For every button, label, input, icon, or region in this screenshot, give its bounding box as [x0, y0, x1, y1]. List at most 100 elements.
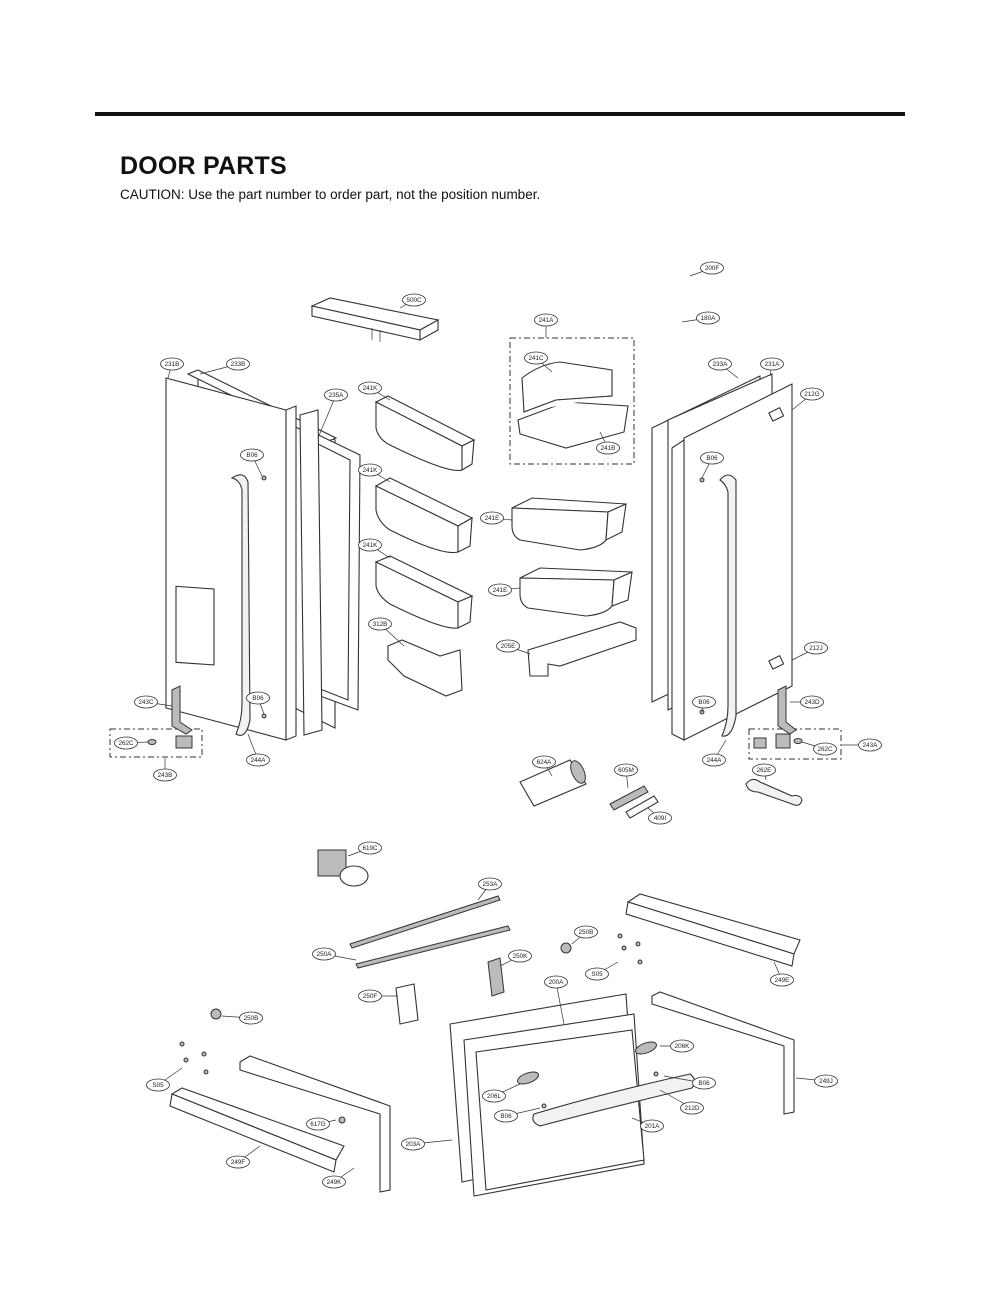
callout-label: 500C	[406, 297, 422, 304]
callout-bubble	[534, 313, 558, 327]
hinge-243d	[777, 685, 797, 735]
callout-233b: 233B	[199, 357, 250, 375]
callout-label: 205E	[501, 643, 516, 650]
callout-bubble	[702, 753, 726, 767]
callout-409i: 409I	[647, 807, 672, 825]
callout-b06: B06	[240, 448, 264, 477]
callout-250a: 250A	[312, 947, 357, 961]
part-250k	[487, 957, 505, 997]
callout-bubble	[524, 351, 548, 365]
callout-label: 250B	[244, 1015, 259, 1022]
bins-241e	[511, 497, 633, 617]
callout-bubble	[306, 1117, 330, 1131]
callout-212d: 212D	[659, 1089, 704, 1115]
callout-label: 253A	[483, 881, 499, 888]
callout-bubble	[146, 1078, 170, 1092]
right-door	[651, 373, 793, 741]
callout-bubble	[596, 441, 620, 455]
rail-249k	[239, 1055, 391, 1193]
dairy-bin-assembly	[517, 361, 629, 449]
callout-label: B06	[252, 695, 264, 702]
callout-label: 206K	[675, 1043, 691, 1050]
callout-bubble	[640, 1119, 664, 1133]
rail-249f-side	[169, 1093, 337, 1173]
callout-label: 180A	[701, 315, 717, 322]
callout-label: 605M	[618, 767, 634, 774]
callout-212g: 212G	[791, 387, 824, 411]
callout-label: 231A	[765, 361, 781, 368]
left-hinge-parts	[147, 735, 193, 749]
callout-249j: 249J	[795, 1074, 838, 1088]
callout-label: 250B	[579, 929, 594, 936]
callout-bubble	[760, 357, 784, 371]
callout-241k: 241K	[358, 463, 391, 483]
callout-201a: 201A	[631, 1117, 664, 1133]
callout-label: 250F	[363, 993, 378, 1000]
tool-262e	[745, 778, 803, 806]
callout-605m: 605M	[614, 763, 638, 789]
callout-label: 312B	[373, 621, 388, 628]
rail-249e	[626, 893, 801, 955]
callout-label: 619C	[362, 845, 378, 852]
callout-bubble	[752, 763, 776, 777]
callout-label: 233B	[231, 361, 246, 368]
callout-bubble	[358, 463, 382, 477]
callout-200a: 200A	[544, 975, 568, 1025]
callout-label: 231B	[165, 361, 180, 368]
callout-243b: 243B	[153, 758, 177, 782]
callout-bubble	[480, 511, 504, 525]
callout-label: 249K	[327, 1179, 343, 1186]
callout-bubble	[239, 1011, 263, 1025]
part-605m	[609, 785, 649, 811]
callout-bubble	[246, 691, 270, 705]
callout-241k: 241K	[358, 381, 391, 401]
callout-bubble	[322, 1175, 346, 1189]
callout-bubble	[700, 451, 724, 465]
callout-bubble	[858, 738, 882, 752]
callout-200f: 200F	[689, 261, 724, 277]
callout-label: 206L	[487, 1093, 502, 1100]
callout-250b: 250B	[221, 1011, 263, 1025]
callout-bubble	[134, 695, 158, 709]
callout-250b: 250B	[571, 925, 598, 945]
right-hinge-parts	[753, 733, 803, 749]
callout-label: B06	[698, 1080, 710, 1087]
callout-label: 244A	[707, 757, 723, 764]
callout-label: 250A	[317, 951, 333, 958]
door-bins	[374, 395, 476, 629]
callout-b06: B06	[246, 691, 270, 715]
leader-line	[555, 981, 565, 1025]
callout-bubble	[680, 1101, 704, 1115]
screws-s05-right	[617, 933, 643, 965]
callout-label: 235A	[329, 392, 345, 399]
callout-label: B06	[706, 455, 718, 462]
callout-bubble	[494, 1109, 518, 1123]
callout-bubble	[700, 261, 724, 275]
holder-312b	[387, 639, 463, 697]
callout-label: 203A	[406, 1141, 422, 1148]
callout-bubble	[324, 388, 348, 402]
callout-label: B06	[500, 1113, 512, 1120]
callout-233a: 233A	[708, 357, 739, 379]
callout-241a: 241A	[534, 313, 558, 338]
callout-label: 262C	[817, 746, 833, 753]
callout-bubble	[240, 448, 264, 462]
callout-312b: 312B	[368, 617, 405, 647]
callout-bubble	[708, 357, 732, 371]
rod-253a	[349, 895, 501, 949]
callout-624a: 624A	[532, 755, 556, 777]
callout-bubble	[692, 695, 716, 709]
callout-label: 241K	[363, 542, 379, 549]
callout-bubble	[358, 841, 382, 855]
callout-617g: 617G	[306, 1117, 337, 1131]
callout-label: 241B	[601, 445, 616, 452]
callout-bubble	[496, 639, 520, 653]
callout-label: 241E	[493, 587, 508, 594]
drawer-door	[338, 993, 696, 1197]
header-rule	[95, 112, 905, 116]
callout-249k: 249K	[322, 1167, 355, 1189]
callout-243a: 243A	[842, 738, 882, 752]
callout-label: 243C	[138, 699, 154, 706]
callout-206k: 206K	[660, 1039, 694, 1053]
callout-b06: B06	[692, 695, 716, 713]
